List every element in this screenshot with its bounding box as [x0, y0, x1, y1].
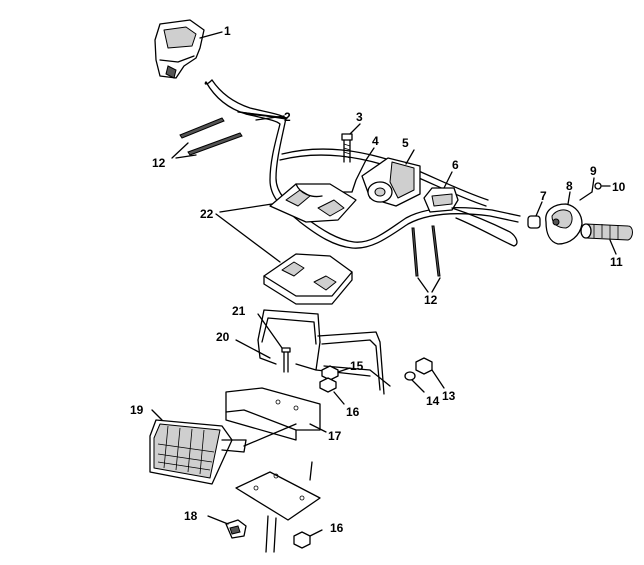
callout-15: 15: [350, 359, 364, 373]
part-bolt-21: [257, 313, 291, 373]
part-nut-16-upper: [319, 377, 345, 405]
part-switch-housing: [154, 19, 223, 79]
callout-22: 22: [200, 207, 214, 221]
part-nut-15: [321, 365, 351, 381]
callout-12-right: 12: [424, 293, 438, 307]
part-handlebar-pad: [361, 149, 421, 207]
part-clamp-upper: [269, 183, 357, 223]
part-throttle-housing: [545, 191, 583, 245]
part-connector: [207, 515, 247, 539]
callout-14: 14: [426, 394, 440, 408]
leader-22b: [215, 213, 281, 263]
callout-6: 6: [452, 158, 459, 172]
part-cable-ties-right: [411, 225, 441, 293]
part-bolt-3: [341, 123, 361, 163]
callout-8: 8: [566, 179, 573, 193]
part-grip: [580, 223, 633, 255]
callout-13: 13: [442, 389, 456, 403]
callout-1: 1: [224, 24, 231, 38]
part-lower-mount: [235, 461, 321, 553]
callout-4: 4: [372, 134, 379, 148]
part-bushing-7: [527, 201, 543, 229]
callout-12-left: 12: [152, 156, 166, 170]
callout-16-upper: 16: [346, 405, 360, 419]
callout-17: 17: [328, 429, 342, 443]
part-cable-ties-left: [171, 117, 243, 159]
part-nut-16-lower: [293, 529, 323, 549]
callout-21: 21: [232, 304, 246, 318]
part-handlebar: [204, 79, 521, 249]
callout-19: 19: [130, 403, 144, 417]
callout-16-lower: 16: [330, 521, 344, 535]
part-screw-10: [594, 182, 611, 190]
part-washer-14: [404, 371, 425, 393]
callout-3: 3: [356, 110, 363, 124]
leader-20: [235, 339, 271, 359]
callout-20: 20: [216, 330, 230, 344]
callout-2: 2: [284, 110, 291, 124]
part-clamp-lower: [263, 253, 353, 305]
callout-9: 9: [590, 164, 597, 178]
part-mounting-plate: [225, 387, 327, 441]
leader-22a: [219, 203, 273, 213]
callout-10: 10: [612, 180, 626, 194]
part-headlight: [149, 409, 297, 485]
callout-5: 5: [402, 136, 409, 150]
part-bracket-4: [339, 147, 375, 193]
callout-18: 18: [184, 509, 198, 523]
part-nut-13: [415, 357, 445, 389]
part-screw-9: [579, 177, 595, 201]
part-master-cylinder: [423, 171, 518, 247]
part-headlight-bracket-frame: [257, 309, 391, 395]
callout-11: 11: [610, 255, 623, 269]
callout-7: 7: [540, 189, 547, 203]
